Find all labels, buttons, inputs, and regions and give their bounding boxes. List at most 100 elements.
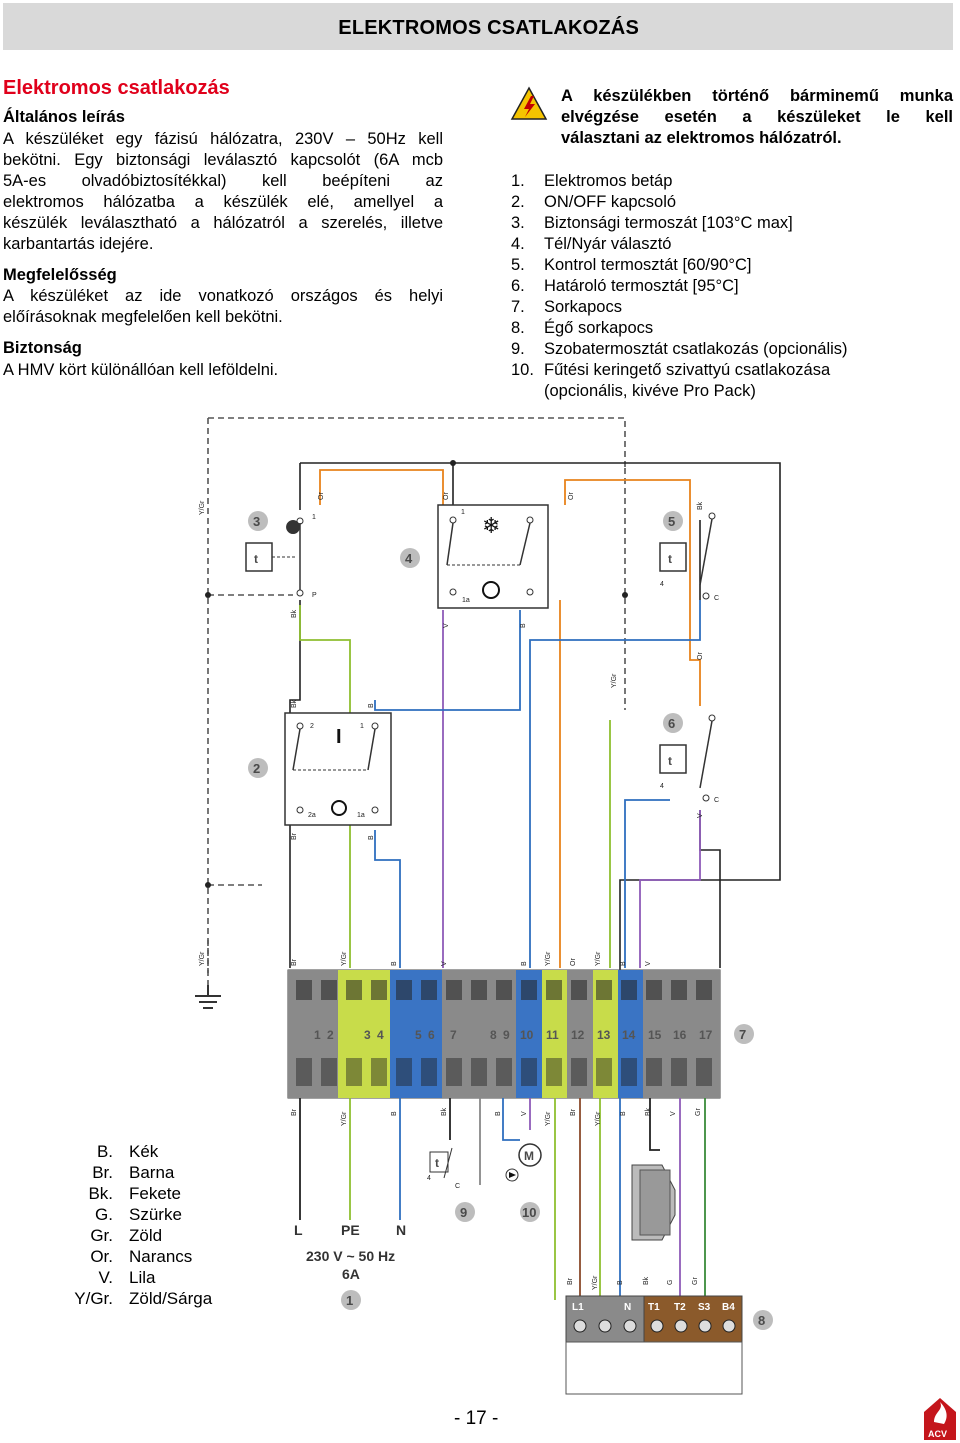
terminal-number: 4 <box>377 1028 384 1042</box>
room-thermostat: t 9 <box>429 1147 475 1222</box>
terminal-slot-bottom <box>321 1058 337 1086</box>
terminal-slot-top <box>696 980 712 1000</box>
legend-num: 5. <box>511 256 525 274</box>
terminal-number: 6 <box>428 1028 435 1042</box>
contact-label: 2a <box>308 812 316 819</box>
terminal-number: 13 <box>597 1028 611 1042</box>
callout-7: 7 <box>739 1027 746 1042</box>
terminal-slot-top <box>296 980 312 1000</box>
terminal-number: 12 <box>571 1028 585 1042</box>
thermostat-symbol: t <box>668 754 672 768</box>
general-line: készülék leválasztható a hálózatról a sz… <box>3 214 443 232</box>
wire-tag: Br <box>291 832 298 840</box>
general-line: karbantartás idejére. <box>3 235 154 253</box>
general-line: bekötni. Egy biztonsági leválasztó kapcs… <box>3 151 443 169</box>
terminal-number: 3 <box>364 1028 371 1042</box>
contact-labels: 1 P 1 1a 2 1 2a 1a 4 C 4 C 4 C <box>308 509 719 1190</box>
wire-tag: Y/Gr <box>199 500 206 515</box>
legend-label: Biztonsági termoszát [103°C max] <box>544 214 793 232</box>
wire-tag: V <box>645 961 652 966</box>
lower-wires <box>299 1098 706 1300</box>
on-symbol: I <box>336 726 342 748</box>
off-symbol <box>331 800 347 816</box>
terminal-slot-top <box>671 980 687 1000</box>
wire-tag: Y/Gr <box>595 951 602 966</box>
burner-terminal-block: L1 N T1 T2 S3 B4 8 <box>565 1295 773 1395</box>
wire-tag: Or <box>443 492 450 500</box>
color-name: Zöld <box>129 1226 163 1245</box>
wire-tag: Bk <box>643 1276 650 1285</box>
wire-tag: B <box>368 703 375 708</box>
color-name: Narancs <box>129 1247 193 1266</box>
terminal-slot-bottom <box>421 1058 437 1086</box>
wire-tag: Y/Gr <box>592 1275 599 1290</box>
terminal-slot-top <box>496 980 512 1000</box>
contact-label: C <box>714 595 719 602</box>
color-name: Zöld/Sárga <box>129 1289 213 1308</box>
contact-label: 4 <box>660 581 664 588</box>
wire-tag: B <box>520 623 527 628</box>
on-off-switch: 2 I <box>248 712 392 826</box>
general-heading: Általános leírás <box>3 108 125 126</box>
terminal-number: 15 <box>648 1028 662 1042</box>
color-name: Barna <box>129 1163 175 1182</box>
callout-6: 6 <box>668 716 675 731</box>
color-code: G. <box>95 1205 113 1224</box>
callout-3: 3 <box>253 514 260 529</box>
color-name: Lila <box>129 1268 156 1287</box>
wire-tags: Y/Gr Or Bk Or Or V B Bk Y/Gr Or V Bk B B… <box>199 492 704 1290</box>
terminal-slot-bottom <box>396 1058 412 1086</box>
callout-4: 4 <box>405 551 413 566</box>
terminal-number: 16 <box>673 1028 687 1042</box>
wire-tag: Bk <box>697 501 704 510</box>
terminal-slot-bottom <box>471 1058 487 1086</box>
thermostat-symbol: t <box>435 1156 439 1170</box>
compliance-heading: Megfelelősség <box>3 266 117 284</box>
terminal-slot-top <box>346 980 362 1000</box>
wire-tag: Or <box>318 492 325 500</box>
terminal-numbers: 1 2 3 4 5 6 7 8 9 10 11 12 13 14 15 16 1… <box>314 1028 713 1042</box>
color-name: Kék <box>129 1142 159 1161</box>
wire-tag: Or <box>568 492 575 500</box>
terminal-number: 7 <box>450 1028 457 1042</box>
general-line: A készüléket egy fázisú hálózatra, 230V … <box>3 130 443 148</box>
wire-tag: V <box>441 961 448 966</box>
wire-tag: B <box>521 961 528 966</box>
terminal-slot-bottom <box>696 1058 712 1086</box>
terminal-slot-bottom <box>546 1058 562 1086</box>
wire-tag: B <box>495 1111 502 1116</box>
legend-num: 6. <box>511 277 525 295</box>
color-code: V. <box>98 1268 113 1287</box>
terminal-slot-top <box>446 980 462 1000</box>
wire-tag: Br <box>291 958 298 966</box>
contact-label: 4 <box>427 1175 431 1182</box>
wire-tag: Y/Gr <box>545 1111 552 1126</box>
supply-pe: PE <box>341 1222 360 1238</box>
terminal-number: 14 <box>622 1028 636 1042</box>
callout-5: 5 <box>668 514 675 529</box>
terminal-number: 11 <box>546 1028 559 1042</box>
legend-label: Határoló termosztát [95°C] <box>544 277 739 295</box>
terminal-slot-top <box>321 980 337 1000</box>
terminal-slot-top <box>371 980 387 1000</box>
page-header: ELEKTROMOS CSATLAKOZÁS <box>3 3 953 50</box>
terminal-slot-top <box>421 980 437 1000</box>
callout-9: 9 <box>460 1205 467 1220</box>
terminal-slot-top <box>621 980 637 1000</box>
wire-tag: B <box>617 1280 624 1285</box>
callout-7-bg <box>734 1024 754 1044</box>
supply-n: N <box>396 1222 406 1238</box>
wire-tag: B <box>391 1111 398 1116</box>
legend-num: 2. <box>511 193 525 211</box>
terminal-slot-bottom <box>296 1058 312 1086</box>
terminal-number: 1 <box>314 1028 321 1042</box>
terminal-number: 9 <box>503 1028 510 1042</box>
legend-label: ON/OFF kapcsoló <box>544 193 677 211</box>
supply-l: L <box>294 1222 303 1238</box>
contact-label: 1 <box>312 514 316 521</box>
terminal-slot-bottom <box>571 1058 587 1086</box>
burner-terminal: S3 <box>698 1302 711 1313</box>
wire-tag: Y/Gr <box>545 951 552 966</box>
wire-tag: Bk <box>645 1107 652 1116</box>
